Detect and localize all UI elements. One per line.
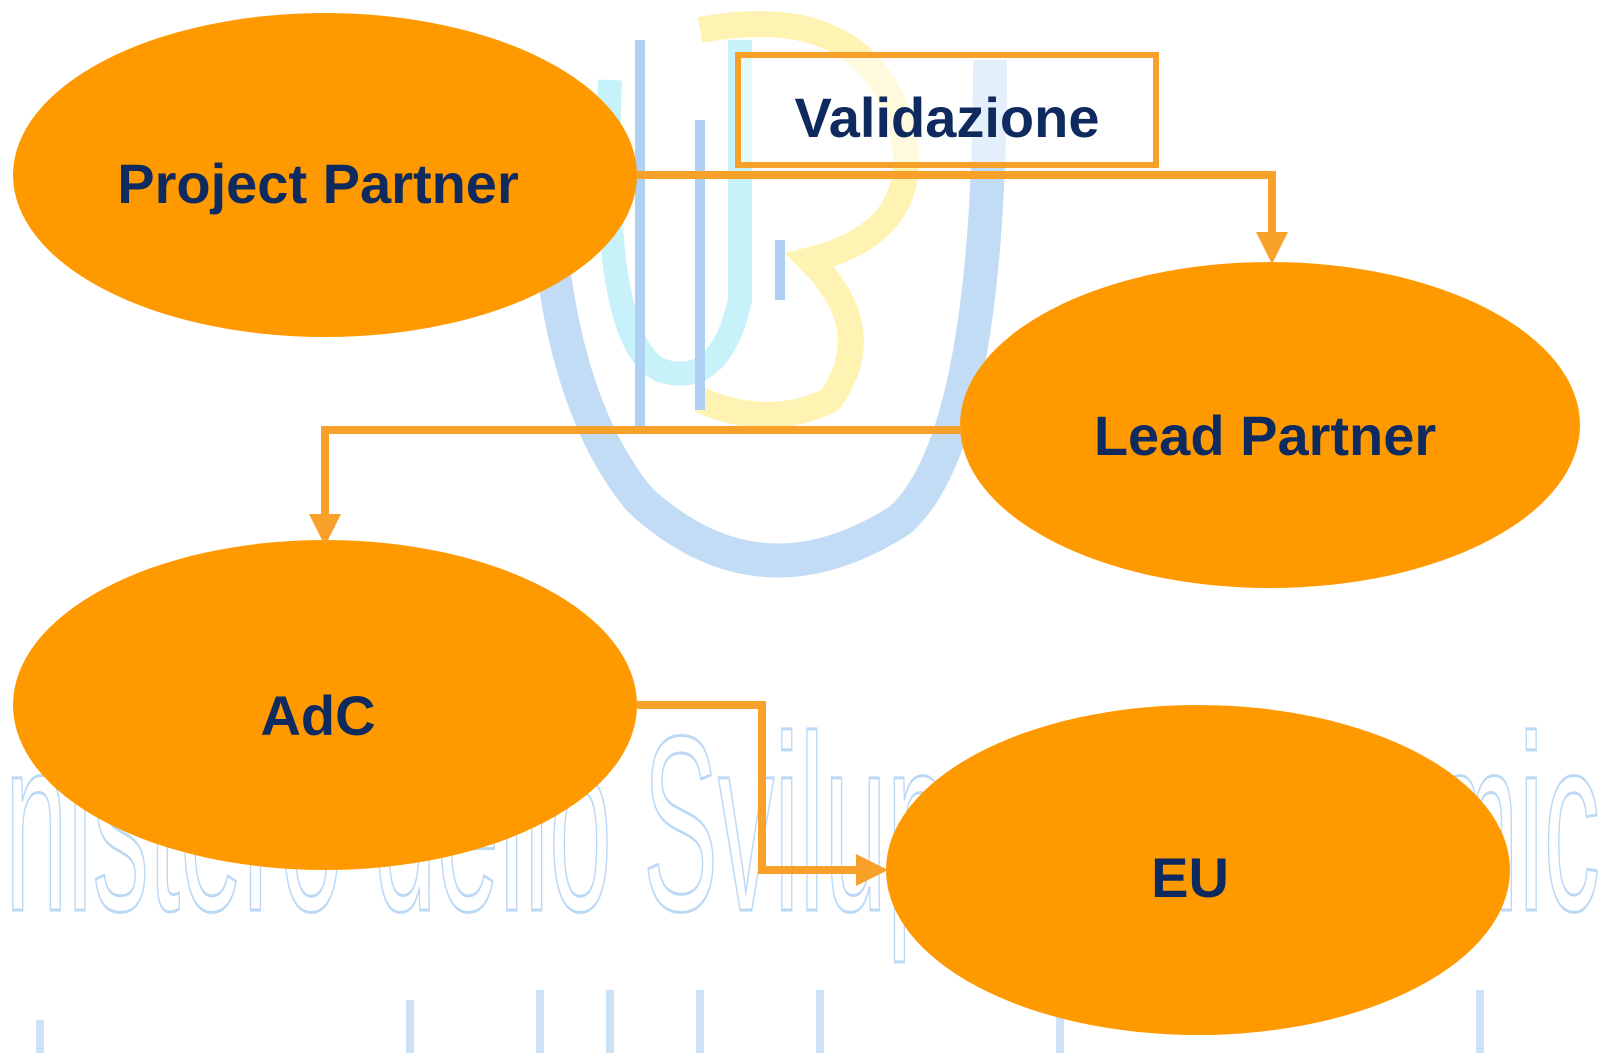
edge-label-box — [735, 52, 1159, 168]
node-adc — [13, 540, 637, 870]
watermark-lower-marks — [36, 990, 1484, 1053]
node-project-partner — [13, 13, 637, 337]
label-lead-partner: Lead Partner — [1094, 404, 1436, 467]
label-project-partner: Project Partner — [117, 152, 519, 215]
node-eu — [886, 705, 1510, 1035]
label-adc: AdC — [260, 684, 375, 747]
arrowhead-adc — [309, 514, 341, 546]
arrow-project-to-lead — [637, 171, 1276, 250]
arrowhead-lead — [1256, 232, 1288, 264]
label-eu: EU — [1151, 846, 1229, 909]
edge-label-validazione: Validazione — [795, 86, 1100, 149]
arrow-adc-to-eu — [637, 701, 872, 874]
arrow-lead-to-adc — [321, 426, 962, 530]
arrowhead-eu — [856, 854, 888, 886]
node-lead-partner — [960, 262, 1580, 588]
